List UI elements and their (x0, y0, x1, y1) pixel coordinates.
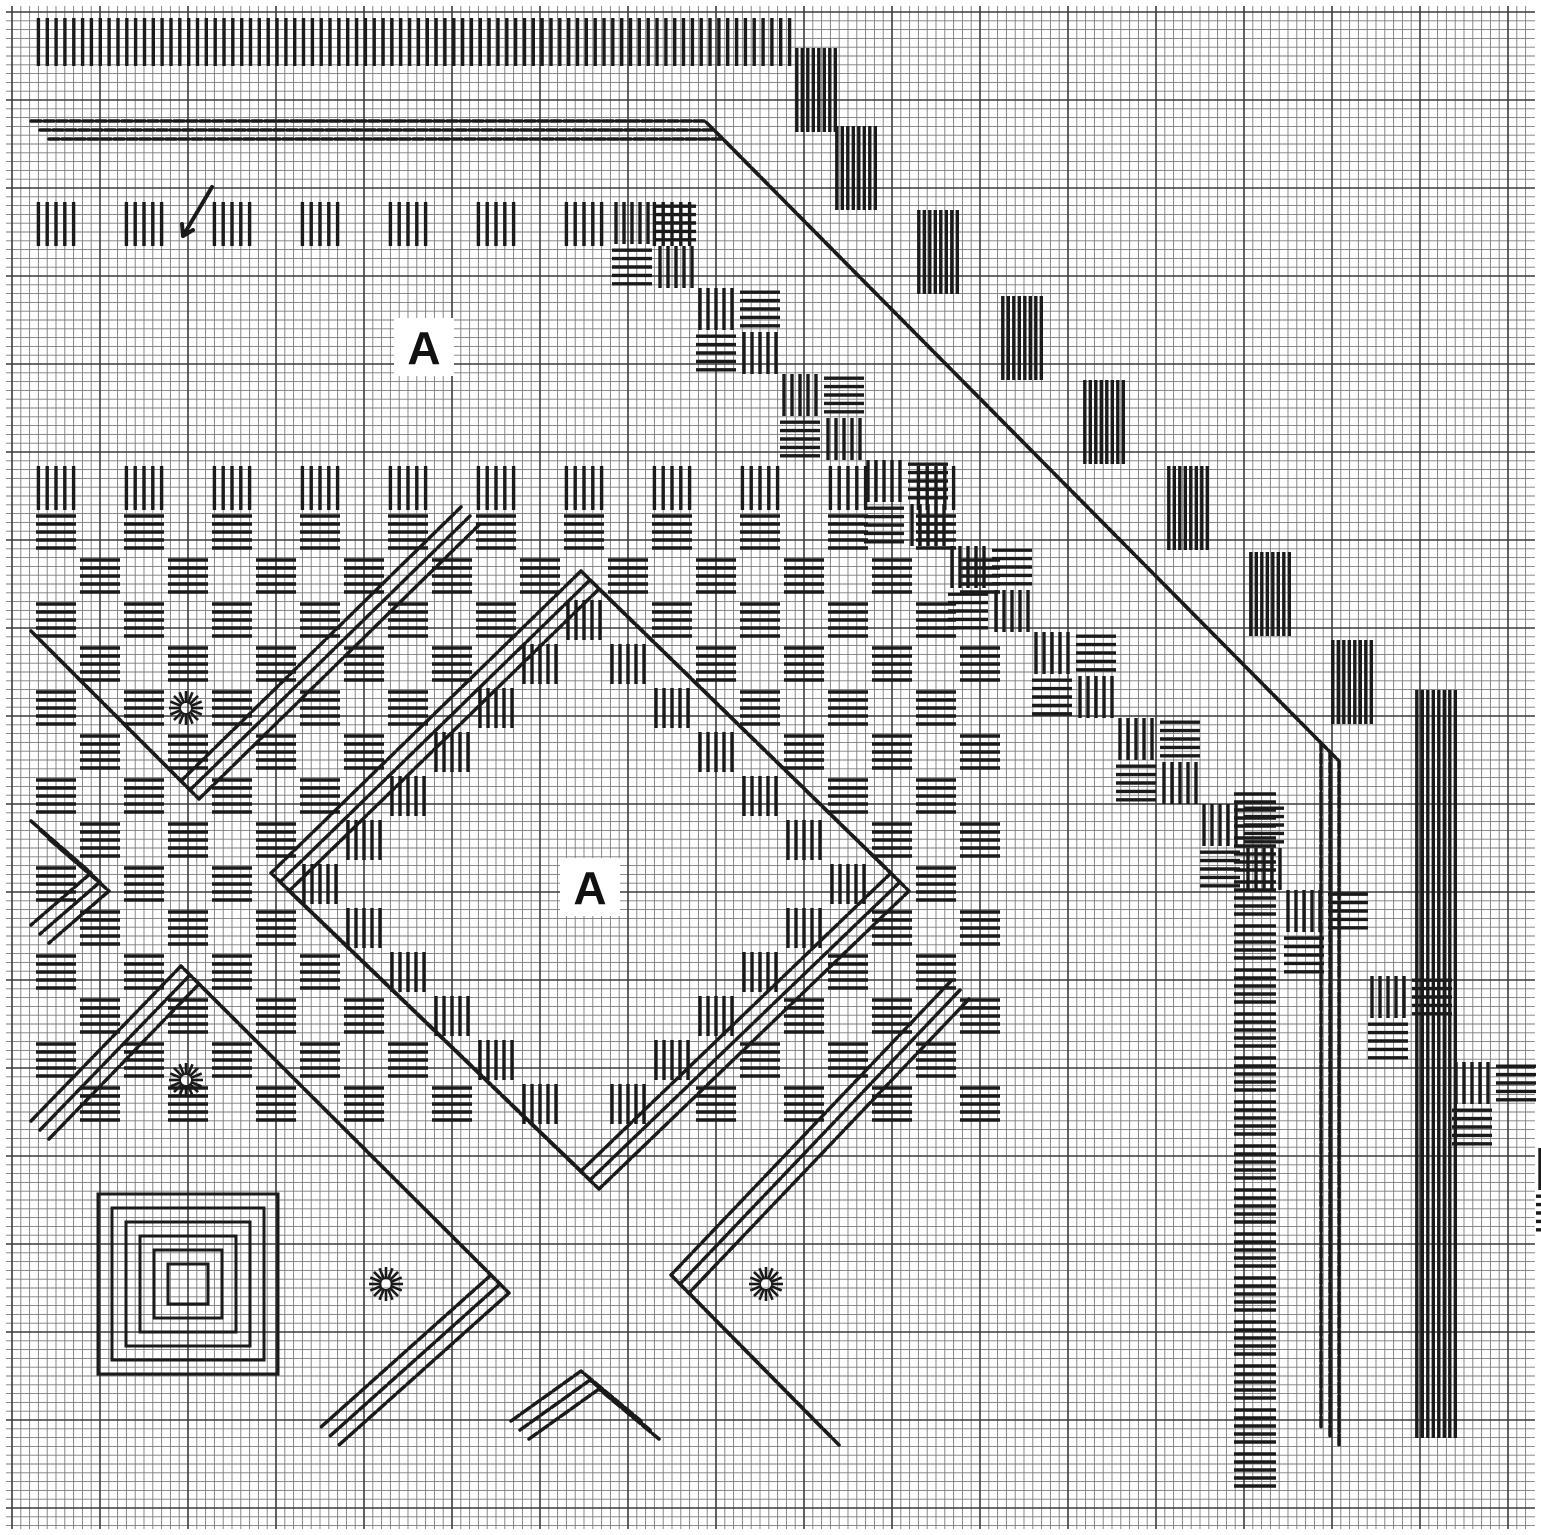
label-a-center: A (573, 862, 606, 914)
label-a-top: A (407, 322, 440, 374)
